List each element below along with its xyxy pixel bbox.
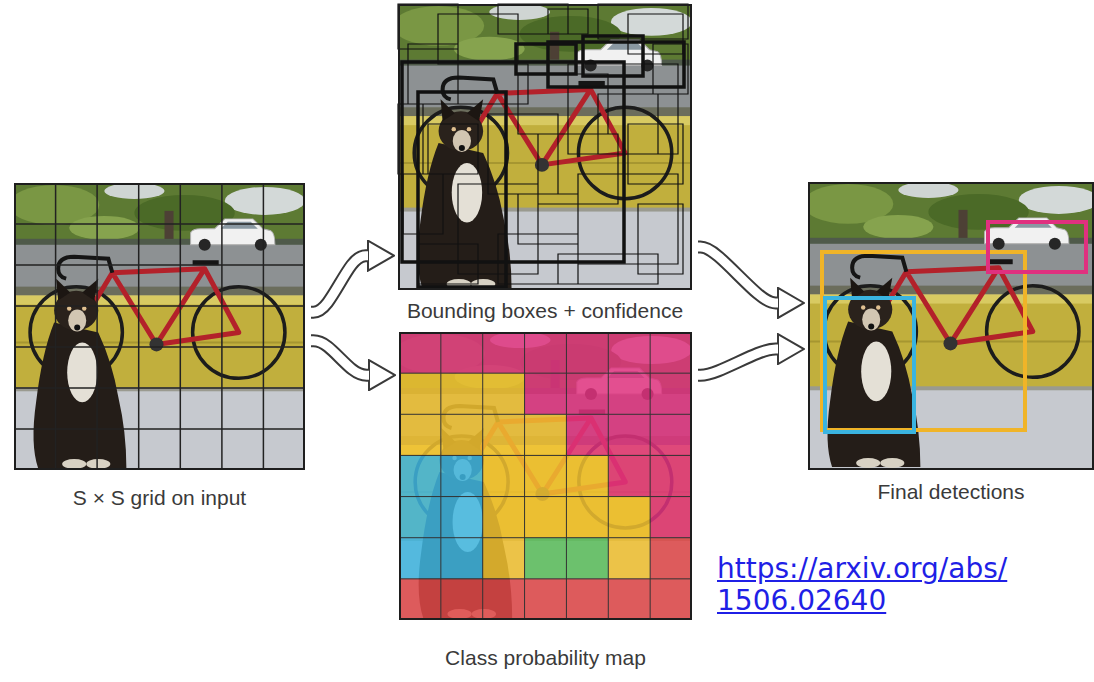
- final-photo: [808, 182, 1094, 469]
- image-panel: Bounding boxes + confidence: [398, 4, 692, 290]
- arrow-outline: [698, 349, 778, 375]
- arrow-outline: [311, 256, 368, 312]
- confident-boxes: [402, 36, 684, 287]
- flow-arrow: [311, 341, 369, 375]
- flow-arrow: [311, 256, 368, 312]
- bicycle-detection: [822, 252, 1025, 430]
- paper-link: https://arxiv.org/abs/ 1506.02640: [717, 553, 1077, 617]
- class-grid-lines: [399, 332, 692, 620]
- image-panel: Class probability map: [399, 332, 692, 620]
- arrow-core: [311, 256, 368, 312]
- panel-caption: Class probability map: [445, 646, 646, 670]
- car-detection: [988, 222, 1086, 272]
- boxes-photo: [393, 4, 692, 290]
- panel-caption: S × S grid on input: [73, 486, 246, 510]
- panel-caption: Bounding boxes + confidence: [407, 299, 683, 323]
- image-panel: S × S grid on input: [14, 183, 305, 470]
- dog-detection: [825, 298, 914, 432]
- arrow-outline: [311, 341, 369, 375]
- flow-arrow: [698, 247, 778, 303]
- panel-caption: Final detections: [877, 480, 1024, 504]
- flow-arrow: [698, 349, 778, 375]
- grid-lines: [14, 183, 305, 470]
- arrow-core: [698, 349, 778, 375]
- arrow-core: [698, 247, 778, 303]
- arrow-core: [311, 341, 369, 375]
- arrow-outline: [698, 247, 778, 303]
- input-photo: [9, 183, 305, 470]
- class-photo: [394, 332, 692, 620]
- image-panel: Final detections: [808, 182, 1094, 470]
